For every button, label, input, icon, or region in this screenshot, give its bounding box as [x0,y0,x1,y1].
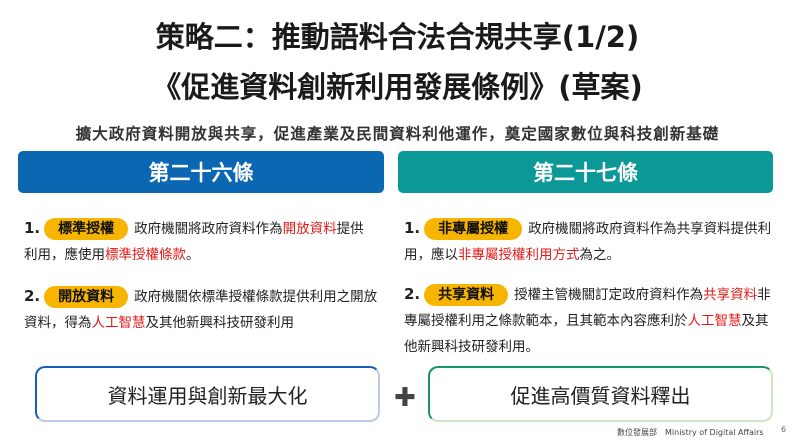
highlight-text: 人工智慧 [687,313,742,329]
slide-title-2: 《促進資料創新利用發展條例》(草案) [152,70,643,104]
item-text: 及其他新興科技研發利用 [145,315,295,331]
page-number: 6 [781,425,787,434]
item-tag-badge: 開放資料 [44,286,129,308]
item-tag-badge: 非專屬授權 [424,218,523,240]
right-item-1: 1.非專屬授權政府機關將政府資料作為共享資料提供利用，應以非專屬授權利用方式為之… [404,215,779,268]
article-27-header: 第二十七條 [398,151,773,193]
highlight-text: 非專屬授權利用方式 [458,247,580,263]
item-text: 政府機關將政府資料作為 [134,221,283,237]
item-text: 授權主管機關訂定政府資料作為 [514,287,704,303]
right-item-2: 2.共享資料授權主管機關訂定政府資料作為共享資料非專屬授權利用之條款範本，且其範… [404,281,779,360]
item-tag-badge: 標準授權 [44,218,129,240]
goal-box-right: 促進高價質資料釋出 [428,366,773,422]
item-text: 及其他新興科技研發利用。 [404,313,769,355]
item-text: 為之。 [579,247,621,263]
item-tag-badge: 共享資料 [424,284,509,306]
item-text: 。 [186,247,200,263]
footer-ministry: 數位發展部 Ministry of Digital Affairs [617,428,764,437]
highlight-text: 開放資料 [282,221,337,237]
item-number: 2. [24,287,41,305]
plus-icon: ✚ [394,383,416,413]
goal-box-left: 資料運用與創新最大化 [35,366,380,422]
highlight-text: 標準授權條款 [105,247,186,263]
left-item-1: 1.標準授權政府機關將政府資料作為開放資料提供利用，應使用標準授權條款。 [24,215,374,268]
slide-subtitle: 擴大政府資料開放與共享，促進產業及民間資料利他運作，奠定國家數位與科技創新基礎 [75,125,720,143]
article-26-header: 第二十六條 [18,151,384,193]
left-item-2: 2.開放資料政府機關依標準授權條款提供利用之開放資料，得為人工智慧及其他新興科技… [24,283,379,336]
slide-title: 策略二：推動語料合法合規共享(1/2) [155,20,640,54]
highlight-text: 共享資料 [703,287,758,303]
item-text: 政府機關將政府資料作為共享資料提供利用，應以 [404,221,772,263]
item-text: 非專屬授權利用之條款範本，且其範本內容應利於 [404,287,771,329]
item-text: 政府機關依標準授權條款提供利用之開放資料，得為 [24,289,378,331]
item-text: 提供利用，應使用 [24,221,364,263]
item-number: 2. [404,285,421,303]
highlight-text: 人工智慧 [91,315,146,331]
item-number: 1. [24,219,41,237]
item-number: 1. [404,219,421,237]
